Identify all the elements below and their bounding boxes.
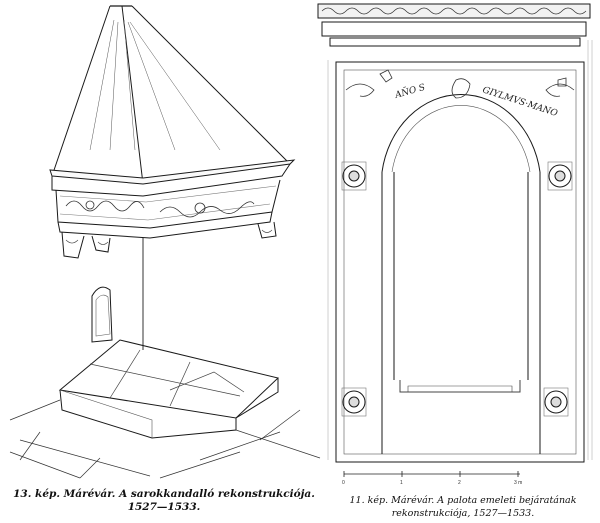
caption-right: 11. kép. Márévár. A palota emeleti bejár…	[332, 494, 594, 520]
doorway-drawing: AN̄O S GIYLMVS·MANO 0 1 2 3 m	[317, 3, 593, 486]
scale-label: 0	[342, 480, 345, 486]
fireplace-drawing	[9, 5, 321, 479]
caption-left-line1: 13. kép. Márévár. A sarokkandalló rekons…	[13, 488, 315, 500]
caption-left-line2: 1527—1533.	[127, 501, 201, 513]
caption-right-line2: rekonstrukciója, 1527—1533.	[391, 508, 535, 519]
inscription-left: AN̄O S	[393, 81, 427, 101]
scale-label: 1	[400, 480, 403, 486]
scale-label: 3 m	[514, 480, 522, 486]
scale-label: 2	[458, 480, 461, 486]
caption-right-line1: 11. kép. Márévár. A palota emeleti bejár…	[349, 495, 577, 506]
caption-left: 13. kép. Márévár. A sarokkandalló rekons…	[4, 488, 324, 514]
